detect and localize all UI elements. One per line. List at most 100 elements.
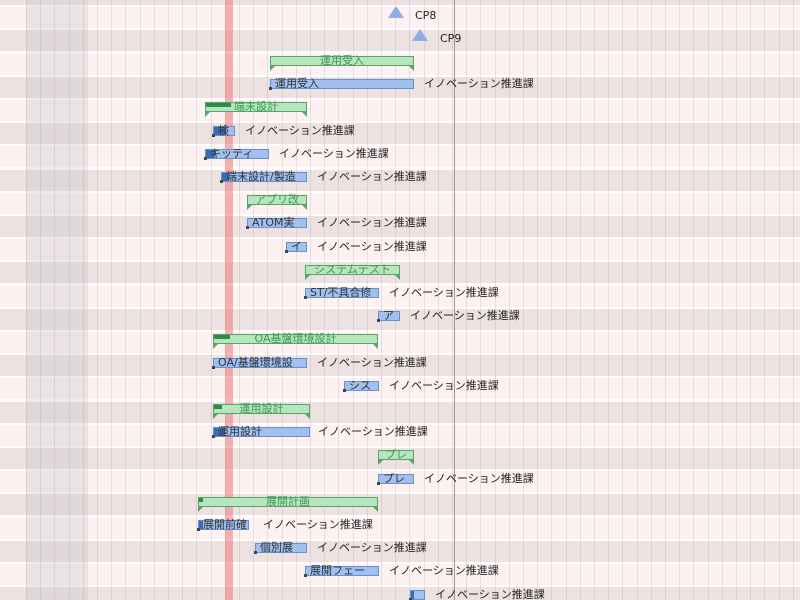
task-bar[interactable]: シス	[343, 379, 379, 392]
summary-bar[interactable]: OA基盤環境設計	[213, 332, 378, 350]
row-stripe	[0, 517, 800, 539]
summary-bar[interactable]: 展開計画	[198, 494, 378, 512]
resize-handle[interactable]	[220, 180, 223, 183]
bar-label: 運用設計	[218, 425, 262, 439]
task-bar[interactable]: 展開前確	[197, 518, 249, 531]
grid-line	[608, 0, 609, 600]
grid-line	[750, 0, 751, 600]
grid-line	[353, 0, 354, 600]
summary-bar[interactable]: プレ	[378, 448, 414, 466]
progress-fill	[214, 428, 226, 437]
progress-fill	[214, 405, 222, 409]
bar-label: ATOM実	[252, 216, 295, 230]
bar-label: 個別展	[260, 541, 293, 555]
summary-bar[interactable]: 運用設計	[213, 402, 310, 419]
bar-label: 展開計画	[266, 494, 310, 508]
resize-handle[interactable]	[285, 249, 288, 253]
row-stripe	[0, 540, 800, 562]
bar-label: 検	[218, 123, 229, 137]
grid-line	[54, 0, 55, 600]
resize-handle[interactable]	[254, 551, 257, 555]
summary-bar[interactable]: 運用受入	[270, 54, 414, 71]
resize-handle[interactable]	[269, 87, 272, 91]
grid-line	[537, 0, 538, 600]
row-stripe	[0, 564, 800, 585]
row-stripe	[0, 355, 800, 377]
bar-label: プレ	[383, 471, 405, 485]
grid-line	[551, 0, 552, 600]
summary-end-cap	[372, 343, 378, 350]
resize-handle[interactable]	[212, 133, 215, 137]
resize-handle[interactable]	[204, 156, 207, 160]
task-bar[interactable]: ア	[377, 309, 400, 323]
grid-line	[523, 0, 524, 600]
grid-line	[253, 0, 254, 600]
task-bar[interactable]: 運用受入	[269, 77, 414, 91]
grid-line	[211, 0, 212, 600]
grid-line	[480, 0, 481, 600]
bar-label: 端末設計	[234, 100, 278, 114]
task-bar[interactable]	[409, 589, 425, 600]
summary-bar[interactable]: 端末設計	[205, 100, 307, 118]
task-bar[interactable]: イ	[285, 240, 307, 253]
deadline-marker	[454, 0, 455, 600]
progress-fill	[206, 103, 231, 108]
resource-label: イノベーション推進課	[389, 286, 499, 299]
summary-end-cap	[378, 459, 384, 466]
row-stripe	[0, 146, 800, 168]
task-bar[interactable]: 個別展	[254, 541, 307, 555]
resource-label: イノベーション推進課	[317, 541, 427, 555]
summary-end-cap	[305, 273, 311, 280]
resize-handle[interactable]	[304, 296, 307, 299]
grid-line	[622, 0, 623, 600]
resize-handle[interactable]	[197, 528, 200, 531]
resize-handle[interactable]	[212, 365, 215, 369]
row-stripe	[0, 262, 800, 284]
task-bar[interactable]: OA/基盤環境設	[212, 356, 307, 369]
task-bar[interactable]: 検	[212, 123, 235, 137]
row-stripe	[0, 332, 800, 353]
summary-bar[interactable]: アプリ改	[247, 193, 307, 211]
grid-line	[424, 0, 425, 600]
resize-handle[interactable]	[409, 597, 412, 600]
bar-label: アプリ改	[255, 193, 299, 207]
grid-line	[793, 0, 794, 600]
grid-line	[438, 0, 439, 600]
progress-fill	[214, 126, 226, 135]
task-bar[interactable]: キッティ	[204, 147, 269, 160]
grid-line	[665, 0, 666, 600]
task-bar[interactable]: 展開フェー	[304, 564, 379, 578]
resize-handle[interactable]	[377, 481, 380, 485]
row-stripe	[0, 0, 800, 5]
milestone-label: CP8	[415, 9, 437, 22]
summary-end-cap	[408, 65, 414, 71]
resize-handle[interactable]	[343, 388, 346, 392]
summary-bar[interactable]: システムテスト	[305, 263, 400, 280]
grid-line	[296, 0, 297, 600]
grid-line	[83, 0, 84, 600]
grid-line	[466, 0, 467, 600]
resource-label: イノベーション推進課	[435, 587, 545, 600]
row-stripe	[0, 216, 800, 237]
resource-label: イノベーション推進課	[317, 170, 427, 183]
task-bar[interactable]: ATOM実	[246, 216, 307, 230]
resource-label: イノベーション推進課	[317, 355, 427, 369]
summary-end-cap	[301, 111, 307, 118]
task-bar[interactable]: プレ	[377, 471, 414, 485]
resource-label: イノベーション推進課	[317, 216, 427, 230]
summary-end-cap	[213, 413, 219, 419]
progress-fill	[199, 497, 203, 502]
resize-handle[interactable]	[246, 226, 249, 230]
grid-line	[566, 0, 567, 600]
resize-handle[interactable]	[377, 319, 380, 323]
task-bar[interactable]: 運用設計	[212, 425, 310, 439]
task-bar[interactable]: 端末設計/製造	[220, 170, 307, 183]
today-marker	[225, 0, 233, 600]
resize-handle[interactable]	[212, 435, 215, 439]
progress-fill	[411, 590, 415, 599]
task-bar[interactable]: ST/不具合修	[304, 286, 379, 299]
grid-line	[125, 0, 126, 600]
resize-handle[interactable]	[304, 574, 307, 578]
grid-line	[637, 0, 638, 600]
grid-line	[367, 0, 368, 600]
